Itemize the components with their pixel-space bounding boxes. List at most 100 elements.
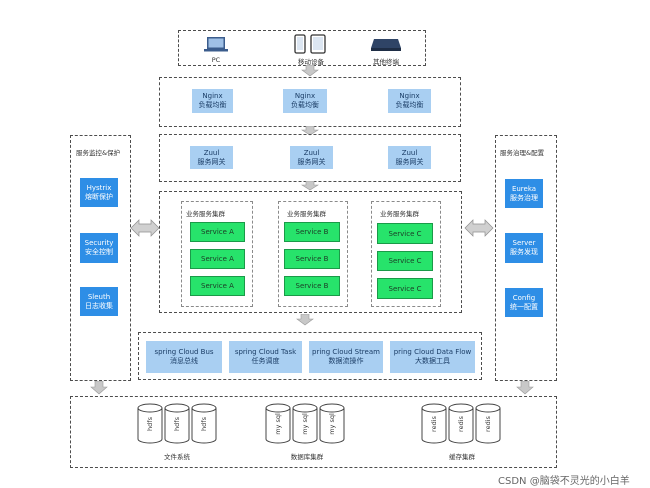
zuul-box-2: Zuul 服务网关 bbox=[290, 146, 333, 169]
cluster-a-title: 业务服务集群 bbox=[186, 210, 225, 218]
security-desc: 安全控制 bbox=[85, 248, 113, 256]
cluster-b bbox=[278, 201, 348, 307]
terminals-box bbox=[178, 30, 426, 66]
cloud-tools-layer bbox=[138, 332, 482, 380]
service-a-3: Service A bbox=[190, 276, 245, 296]
service-a-1: Service A bbox=[190, 222, 245, 242]
nginx-name: Nginx bbox=[399, 92, 420, 100]
redis-label: redis bbox=[457, 416, 465, 432]
zuul-box-1: Zuul 服务网关 bbox=[190, 146, 233, 169]
eureka-box: Eureka 服务治理 bbox=[505, 179, 543, 208]
services-layer bbox=[159, 191, 462, 313]
redis-label: redis bbox=[430, 416, 438, 432]
service-c-1: Service C bbox=[377, 223, 433, 244]
nginx-desc: 负载均衡 bbox=[198, 101, 227, 109]
cloud-task-desc: 任务调度 bbox=[251, 357, 280, 365]
sleuth-desc: 日志收集 bbox=[85, 301, 113, 310]
hystrix-name: Hystrix bbox=[86, 183, 112, 192]
server-name: Server bbox=[512, 239, 536, 247]
zuul-box-3: Zuul 服务网关 bbox=[388, 146, 431, 169]
service-a-2: Service A bbox=[190, 249, 245, 269]
storage-layer bbox=[70, 396, 557, 468]
pc-label: PC bbox=[211, 56, 221, 64]
nginx-box-2: Nginx 负载均衡 bbox=[283, 89, 327, 113]
zuul-name: Zuul bbox=[303, 148, 320, 157]
nginx-desc: 负载均衡 bbox=[395, 101, 424, 109]
cloud-stream-desc: 数据流操作 bbox=[328, 357, 364, 365]
arrow-down-icon bbox=[296, 314, 314, 326]
cloud-task-name: spring Cloud Task bbox=[234, 348, 297, 356]
other-terminal-label: 其他终端 bbox=[373, 58, 399, 66]
arrow-down-icon bbox=[301, 126, 319, 136]
zuul-desc: 服务网关 bbox=[395, 157, 424, 166]
governance-panel bbox=[495, 135, 557, 381]
service-c-2: Service C bbox=[377, 251, 433, 271]
nginx-box-1: Nginx 负载均衡 bbox=[192, 89, 233, 113]
mysql-cylinder-icons bbox=[265, 403, 345, 444]
server-desc: 服务发现 bbox=[510, 248, 538, 256]
cloud-dataflow-box: pring Cloud Data Flow 大数据工具 bbox=[390, 341, 475, 373]
arrow-down-icon bbox=[301, 65, 319, 77]
redis-cylinder-icons bbox=[421, 403, 501, 444]
cloud-dataflow-name: pring Cloud Data Flow bbox=[393, 348, 472, 356]
nginx-name: Nginx bbox=[294, 92, 316, 100]
cloud-bus-desc: 消息总线 bbox=[170, 357, 198, 365]
hystrix-box: Hystrix 熔断保护 bbox=[80, 178, 118, 207]
arrow-down-icon bbox=[90, 381, 108, 395]
zuul-desc: 服务网关 bbox=[297, 157, 326, 166]
eureka-desc: 服务治理 bbox=[510, 193, 538, 202]
cluster-c-title: 业务服务集群 bbox=[380, 210, 419, 218]
cloud-stream-box: pring Cloud Stream 数据流操作 bbox=[309, 341, 383, 373]
hdfs-label: hdfs bbox=[173, 417, 181, 431]
service-b-3: Service B bbox=[284, 276, 340, 296]
redis-label: redis bbox=[484, 416, 492, 432]
cloud-bus-name: spring Cloud Bus bbox=[154, 348, 214, 356]
cloud-stream-name: pring Cloud Stream bbox=[312, 348, 380, 356]
zuul-desc: 服务网关 bbox=[197, 157, 226, 166]
cluster-a bbox=[181, 201, 253, 307]
cloud-bus-box: spring Cloud Bus 消息总线 bbox=[146, 341, 222, 373]
arrow-down-icon bbox=[516, 381, 534, 395]
security-box: Security 安全控制 bbox=[80, 233, 118, 263]
config-desc: 统一配置 bbox=[510, 302, 538, 311]
cloud-dataflow-desc: 大数据工具 bbox=[415, 357, 450, 365]
monitoring-panel-title: 服务监控&保护 bbox=[76, 149, 121, 157]
file-system-label: 文件系统 bbox=[164, 453, 190, 461]
cloud-task-box: spring Cloud Task 任务调度 bbox=[229, 341, 302, 373]
governance-panel-title: 服务治理&配置 bbox=[500, 149, 545, 157]
service-c-3: Service C bbox=[377, 278, 433, 299]
database-cluster-label: 数据库集群 bbox=[290, 453, 324, 461]
mobile-device-icon bbox=[294, 34, 326, 54]
cluster-b-title: 业务服务集群 bbox=[287, 210, 326, 218]
mysql-label: my sql bbox=[328, 413, 336, 435]
hystrix-desc: 熔断保护 bbox=[85, 192, 113, 201]
service-b-2: Service B bbox=[284, 249, 340, 269]
eureka-name: Eureka bbox=[511, 184, 537, 193]
server-box: Server 服务发现 bbox=[505, 233, 543, 263]
pc-icon bbox=[204, 37, 228, 52]
monitoring-panel bbox=[70, 135, 131, 381]
service-b-1: Service B bbox=[284, 222, 340, 242]
arrow-down-icon bbox=[301, 181, 319, 191]
watermark: CSDN @脑袋不灵光的小白羊 bbox=[498, 476, 630, 487]
cache-cluster-label: 缓存集群 bbox=[449, 453, 475, 461]
hdfs-cylinder-icons bbox=[137, 403, 217, 444]
nginx-box-3: Nginx 负载均衡 bbox=[388, 89, 431, 113]
mysql-label: my sql bbox=[301, 413, 309, 435]
nginx-name: Nginx bbox=[202, 92, 223, 100]
cluster-c bbox=[371, 201, 441, 307]
config-box: Config 统一配置 bbox=[505, 288, 543, 317]
security-name: Security bbox=[84, 239, 114, 247]
double-arrow-left-icon bbox=[130, 219, 160, 237]
zuul-name: Zuul bbox=[203, 148, 220, 157]
other-terminal-icon bbox=[371, 39, 401, 51]
mysql-label: my sql bbox=[274, 413, 282, 435]
mobile-label: 移动设备 bbox=[298, 58, 324, 66]
config-name: Config bbox=[512, 293, 536, 302]
nginx-desc: 负载均衡 bbox=[291, 101, 319, 109]
sleuth-box: Sleuth 日志收集 bbox=[80, 287, 118, 316]
zuul-name: Zuul bbox=[401, 148, 418, 157]
hdfs-label: hdfs bbox=[200, 417, 208, 431]
double-arrow-right-icon bbox=[464, 219, 494, 237]
hdfs-label: hdfs bbox=[146, 417, 154, 431]
